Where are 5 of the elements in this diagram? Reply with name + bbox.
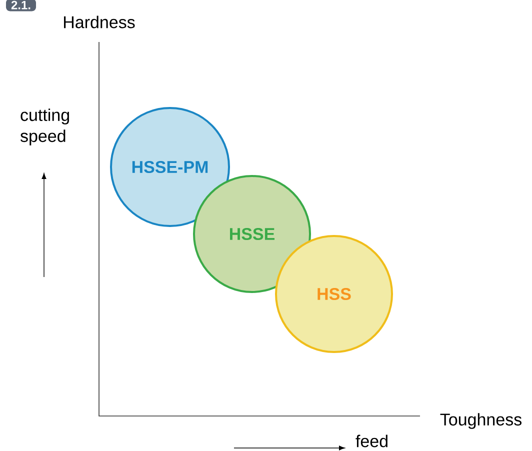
axis-note: cutting speed	[20, 108, 69, 146]
axis-title: Hardness	[64, 16, 135, 28]
figure-number: 2.1.	[6, 0, 36, 12]
axis-title: Toughness	[440, 413, 522, 429]
axis-note: feed	[356, 434, 388, 448]
